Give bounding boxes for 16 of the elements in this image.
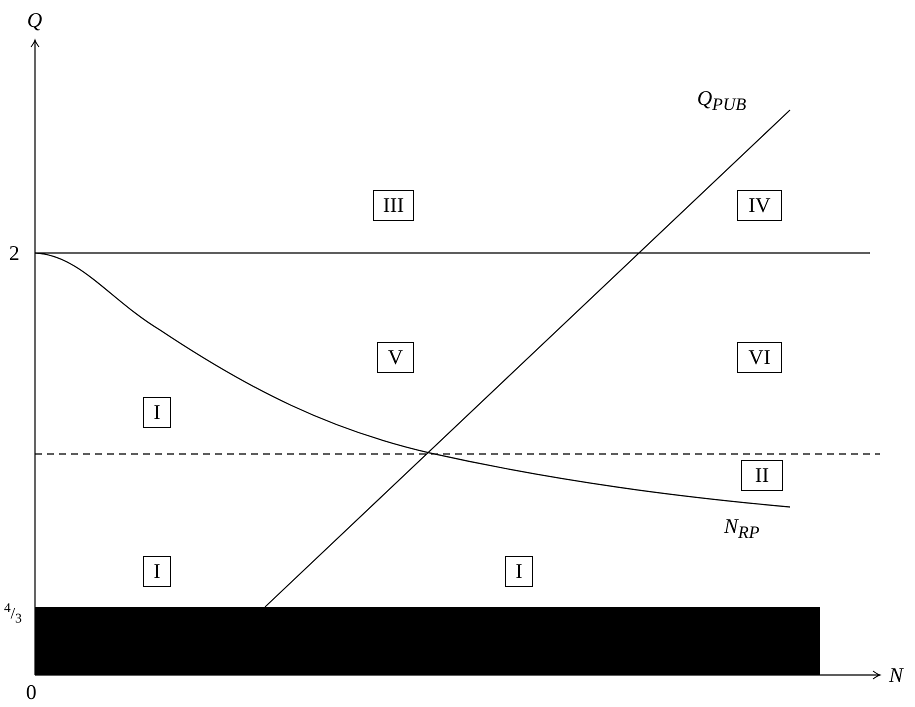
tick-label: 2: [9, 241, 20, 265]
tick-label: 0: [26, 680, 36, 704]
region-label: III: [373, 190, 414, 221]
region-label: V: [377, 342, 414, 373]
curve-label: Q$_{PUB}$: [697, 86, 746, 116]
region-label: II: [741, 460, 783, 491]
region-label: I: [143, 556, 171, 587]
tick-label: $^{4}$/$_{3}$: [4, 599, 22, 628]
region-label: I: [505, 556, 533, 587]
region-label: VI: [737, 342, 782, 373]
filled-bar: [35, 607, 820, 675]
region-label: I: [143, 397, 171, 428]
axis-label: Q: [27, 8, 42, 32]
curve-label: N$_{RP}$: [724, 514, 760, 544]
region-label: IV: [737, 190, 782, 221]
axis-label: N: [889, 663, 904, 687]
